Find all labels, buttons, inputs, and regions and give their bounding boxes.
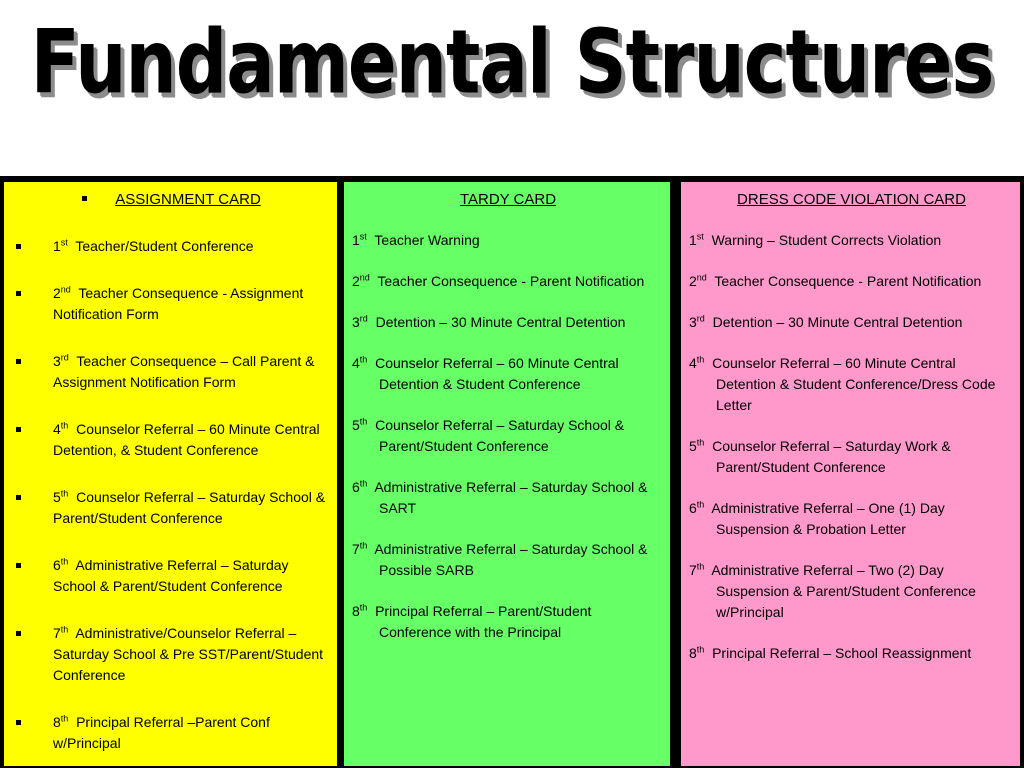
list-item: 3rd Detention – 30 Minute Central Detent… (352, 313, 626, 330)
list-item: 8th Principal Referral –Parent Conf w/Pr… (12, 712, 331, 754)
card-heading: DRESS CODE VIOLATION CARD (737, 191, 966, 208)
tardy-card: TARDY CARD 1st Teacher Warning 2nd Teach… (344, 182, 670, 766)
bullet-square-icon (16, 359, 21, 364)
bullet-square-icon (16, 720, 21, 725)
card-heading: TARDY CARD (459, 191, 557, 208)
list-item: 7th Administrative Referral – Saturday S… (352, 540, 648, 578)
bullet-square-icon (16, 244, 21, 249)
list-item: 2nd Teacher Consequence - Parent Notific… (352, 272, 645, 289)
list-item: 6th Administrative Referral – Saturday S… (352, 478, 648, 516)
card-heading: ASSIGNMENT CARD (12, 190, 331, 210)
bullet-square-icon (82, 196, 88, 202)
bullet-square-icon (16, 427, 21, 432)
slide-title: Fundamental Structures (30, 10, 995, 114)
list-item: 4th Counselor Referral – 60 Minute Centr… (12, 419, 331, 461)
bullet-square-icon (16, 563, 21, 568)
list-item: 3rd Detention – 30 Minute Central Detent… (689, 313, 963, 330)
list-item: 5th Counselor Referral – Saturday School… (12, 487, 331, 529)
list-item: 3rd Teacher Consequence – Call Parent & … (12, 351, 331, 393)
list-item: 2nd Teacher Consequence - Assignment Not… (12, 283, 331, 325)
list-item: 7th Administrative Referral – Two (2) Da… (689, 561, 976, 620)
list-item: 4th Counselor Referral – 60 Minute Centr… (352, 354, 619, 392)
list-item: 1st Teacher Warning (352, 231, 480, 248)
bullet-square-icon (16, 291, 21, 296)
list-item: 7th Administrative/Counselor Referral – … (12, 623, 331, 686)
list-item: 8th Principal Referral – School Reassign… (689, 644, 972, 661)
bullet-square-icon (16, 631, 21, 636)
bullet-square-icon (16, 495, 21, 500)
list-item: 8th Principal Referral – Parent/Student … (352, 602, 592, 640)
list-item: 2nd Teacher Consequence - Parent Notific… (689, 272, 982, 289)
list-item: 1st Warning – Student Corrects Violation (689, 231, 942, 248)
cards-board: ASSIGNMENT CARD 1st Teacher/Student Conf… (0, 176, 1024, 768)
list-item: 6th Administrative Referral – Saturday S… (12, 555, 331, 597)
list-item: 5th Counselor Referral – Saturday School… (352, 416, 625, 454)
heading-text: ASSIGNMENT CARD (115, 191, 261, 208)
dress-code-violation-card: DRESS CODE VIOLATION CARD 1st Warning – … (681, 182, 1020, 766)
assignment-card: ASSIGNMENT CARD 1st Teacher/Student Conf… (4, 182, 337, 766)
list-item: 5th Counselor Referral – Saturday Work &… (689, 437, 951, 475)
list-item: 4th Counselor Referral – 60 Minute Centr… (689, 354, 996, 413)
list-item: 1st Teacher/Student Conference (12, 236, 331, 257)
list-item: 6th Administrative Referral – One (1) Da… (689, 499, 945, 537)
